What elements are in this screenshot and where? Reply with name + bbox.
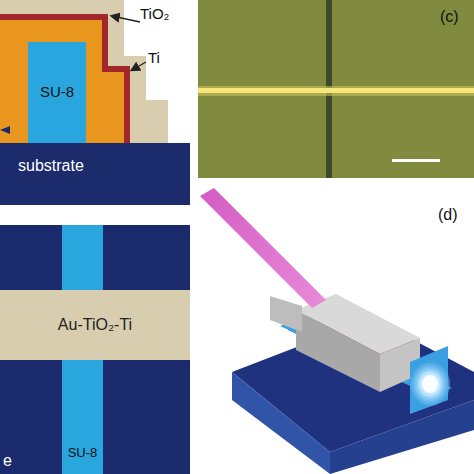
substrate-top-view bbox=[0, 225, 190, 474]
panel-label: (d) bbox=[438, 206, 458, 224]
layer-label: Ti bbox=[148, 50, 160, 67]
device-rendering bbox=[200, 188, 474, 474]
metal-stack-band: Au-TiO₂-Ti bbox=[0, 290, 190, 360]
node-text: SU-8 bbox=[40, 84, 74, 101]
layer-label: TiO₂ bbox=[140, 6, 169, 23]
node-text: Au-TiO₂-Ti bbox=[58, 316, 132, 334]
cropped-label: e bbox=[3, 452, 12, 470]
micrograph bbox=[198, 0, 474, 178]
node-text: SU-8 bbox=[68, 446, 98, 460]
panel-label: (c) bbox=[440, 8, 459, 26]
su8-block: SU-8 bbox=[28, 42, 86, 143]
leader-arrows bbox=[112, 16, 146, 70]
substrate-layer: substrate bbox=[0, 143, 190, 205]
node-text: substrate bbox=[18, 157, 84, 175]
